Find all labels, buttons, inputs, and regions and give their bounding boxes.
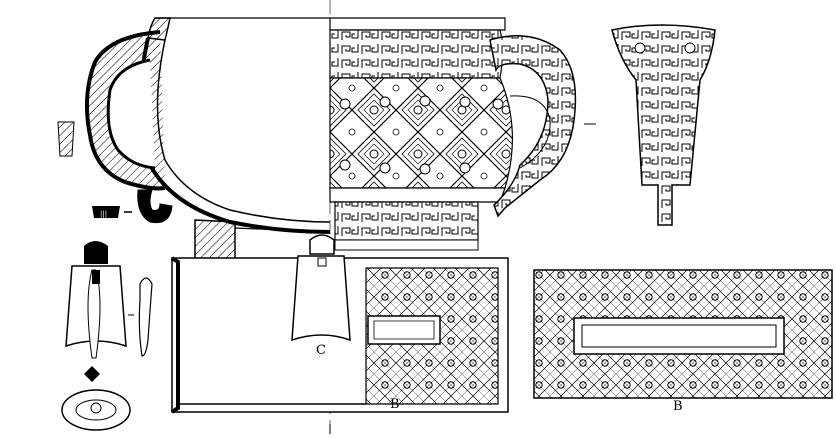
- handle-section: |||: [57, 30, 173, 224]
- svg-text:|||: |||: [100, 210, 107, 218]
- label-panel-rubbing-b: B: [673, 399, 683, 414]
- small-bell-group: [61, 241, 153, 431]
- vessel-section-half: [138, 17, 331, 263]
- label-bell-c: C: [316, 343, 326, 358]
- vessel-elevation-half: [329, 0, 596, 438]
- panel-rubbing: [533, 269, 833, 399]
- handle-ornament: [611, 24, 716, 226]
- bell-c: [291, 234, 351, 342]
- label-panel-section-b: B: [390, 397, 400, 412]
